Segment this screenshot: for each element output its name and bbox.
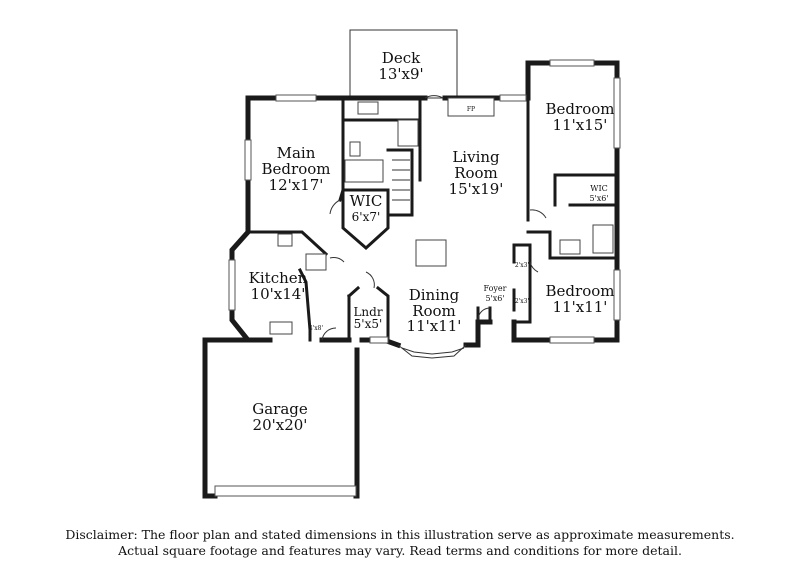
kitchen-wall [246,230,329,342]
deck-label: Deck 13'x9' [378,49,423,83]
room-name: Dining [409,286,460,304]
wic-main-label: WIC 6'x7' [350,192,383,224]
stairs [392,159,410,201]
door-laundry [365,271,375,289]
shower [397,119,419,147]
bathtub [344,159,384,183]
toilet [349,141,361,157]
room-dims: 5'x6' [589,194,608,203]
room-name: Lndr [353,305,382,319]
room-name: Bedroom [546,282,615,300]
bedroom-upper-label: Bedroom 11'x15' [546,100,615,134]
window [549,336,595,344]
fireplace-label: FP [467,106,475,113]
garage-label: Garage 20'x20' [252,400,308,434]
window [228,259,236,311]
sink-2 [559,239,581,255]
pantry-corner [305,253,327,271]
disclaimer-line-2: Actual square footage and features may v… [118,543,682,558]
range [277,233,293,247]
door-garage [321,327,337,341]
room-dims: 15'x19' [449,180,504,198]
room-dims: 6'x7' [352,210,381,224]
bath-fixtures [344,101,614,255]
window [369,336,389,344]
living-room-label: Living Room 15'x19' [449,148,504,198]
bay-window-inner [401,347,465,355]
room-dims: 12'x17' [269,176,324,194]
laundry-wall [346,285,390,342]
room-dims: 13'x9' [378,65,423,83]
bay-window [397,344,467,359]
closet-label-lower: 2'x3' [515,298,530,305]
bedroom-lower-label: Bedroom 11'x11' [546,282,615,316]
stair-wall [386,148,414,217]
room-name: Kitchen [249,269,308,287]
window [244,139,252,181]
room-name: WIC [350,192,383,210]
room-dims: 5'x5' [354,317,383,331]
room-dims: 11'x11' [553,298,608,316]
main-bedroom-label: Main Bedroom 12'x17' [262,144,331,194]
room-name: Main [277,144,316,162]
closet-label-upper: 2'x3' [515,262,530,269]
room-name: Living [452,148,500,166]
room-name: Room [412,302,456,320]
room-dims: 11'x11' [407,317,462,335]
dining-table [415,239,447,267]
dining-room-label: Dining Room 11'x11' [407,286,462,335]
room-dims: 20'x20' [253,416,308,434]
window [613,269,621,321]
windows [228,59,621,359]
door-wic [329,199,341,215]
window [275,94,317,102]
stair-treads [392,159,410,201]
room-name: Bedroom [262,160,331,178]
laundry-label: Lndr 5'x5' [353,305,382,331]
fireplace: FP [447,97,495,117]
room-name: WIC [590,184,608,193]
room-dims: 5'x6' [485,294,504,303]
room-name: Foyer [483,284,506,293]
pantry-label: 4'x8' [309,325,324,332]
room-name: Room [454,164,498,182]
window [499,94,527,102]
kitchen-label: Kitchen 10'x14' [249,269,308,303]
door-bedroom-lower [529,261,539,273]
door-bedroom-upper [529,209,547,219]
wic-wall [341,188,390,251]
wic-small-label: WIC 5'x6' [589,184,608,203]
bedroom-walls [526,61,619,260]
bathtub-2 [592,224,614,254]
room-name: Garage [252,400,308,418]
closet-walls [512,243,532,324]
room-dims: 11'x15' [553,116,608,134]
room-dims: 10'x14' [251,285,306,303]
kitchen-fixtures [269,233,327,335]
interior-walls [246,61,619,342]
fireplace-hearth [447,97,495,117]
window [613,77,621,149]
doors [321,95,547,341]
sink [357,101,379,115]
room-name: Deck [382,49,421,67]
disclaimer-line-1: Disclaimer: The floor plan and stated di… [65,527,735,542]
room-name: Bedroom [546,100,615,118]
window [549,59,595,67]
door-foyer [477,307,491,321]
garage-door [214,485,357,497]
foyer-label: Foyer 5'x6' [483,284,506,303]
door-deck [424,95,444,99]
door-kitchen [329,257,345,263]
kitchen-sink [269,321,293,335]
